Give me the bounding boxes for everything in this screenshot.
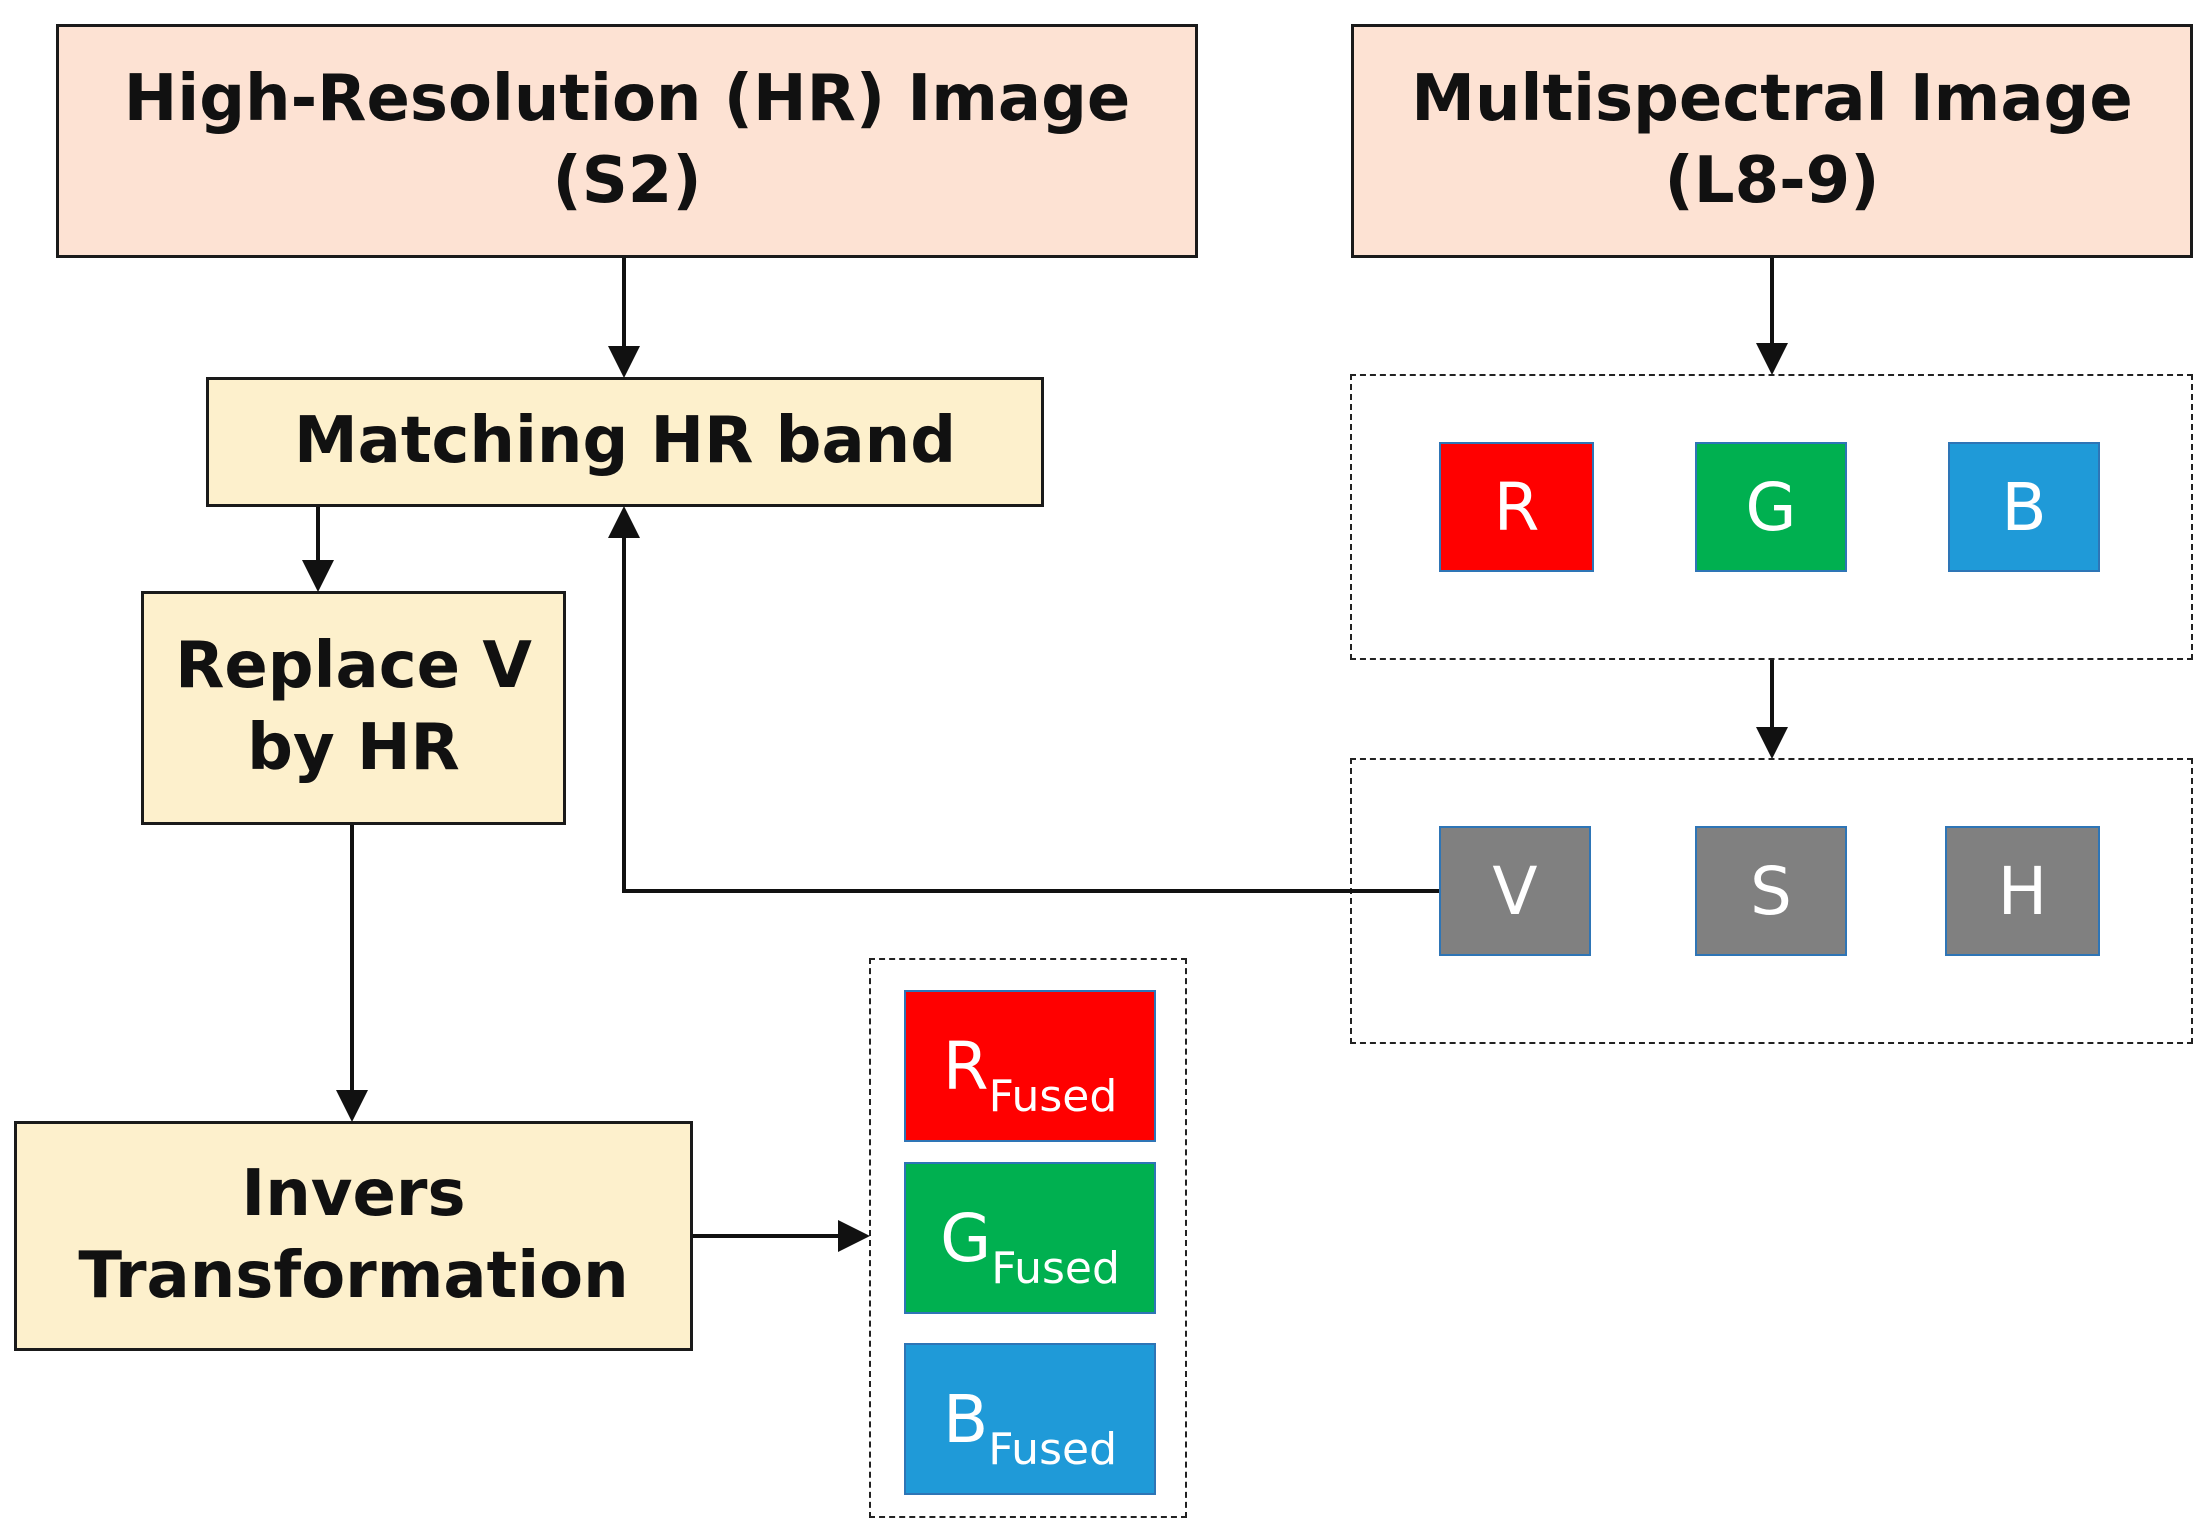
inverse-transformation-line-2: Transformation <box>78 1239 629 1313</box>
replace-v-line-1: Replace V <box>175 629 532 704</box>
band-v: V <box>1439 826 1591 956</box>
band-b-fused-subscript: Fused <box>988 1423 1117 1475</box>
band-b: B <box>1948 442 2100 572</box>
hr-image-subtitle: (S2) <box>552 144 702 218</box>
band-r-label: R <box>1493 468 1540 546</box>
band-g-fused-letter: G <box>940 1199 992 1277</box>
band-b-fused-letter: B <box>943 1380 989 1458</box>
hr-image-box: High-Resolution (HR) Image (S2) <box>56 24 1198 258</box>
multispectral-image-box: Multispectral Image (L8-9) <box>1351 24 2193 258</box>
arrow-v-to-matching <box>608 506 1439 893</box>
matching-hr-band-box: Matching HR band <box>206 377 1044 507</box>
multispectral-image-subtitle: (L8-9) <box>1664 144 1880 218</box>
band-r: R <box>1439 442 1594 572</box>
inverse-transformation-line-1: Invers <box>241 1157 466 1232</box>
inverse-transformation-box: Invers Transformation <box>14 1121 693 1351</box>
band-v-label: V <box>1492 852 1538 930</box>
band-h: H <box>1945 826 2100 956</box>
band-g-label: G <box>1745 468 1797 546</box>
band-s-label: S <box>1750 852 1792 930</box>
band-g-fused-subscript: Fused <box>991 1242 1120 1294</box>
fused-band-group <box>869 958 1187 1518</box>
matching-hr-band-label: Matching HR band <box>293 404 957 479</box>
band-h-label: H <box>1997 852 2048 930</box>
replace-v-line-2: by HR <box>247 711 460 785</box>
hsv-band-group <box>1350 758 2193 1044</box>
band-g: G <box>1695 442 1847 572</box>
band-s: S <box>1695 826 1847 956</box>
band-r-fused-subscript: Fused <box>988 1070 1118 1122</box>
multispectral-image-title: Multispectral Image <box>1411 62 2133 137</box>
replace-v-box: Replace V by HR <box>141 591 566 825</box>
band-r-fused-letter: R <box>942 1027 989 1105</box>
band-b-label: B <box>2001 468 2047 546</box>
hr-image-title: High-Resolution (HR) Image <box>123 62 1131 137</box>
